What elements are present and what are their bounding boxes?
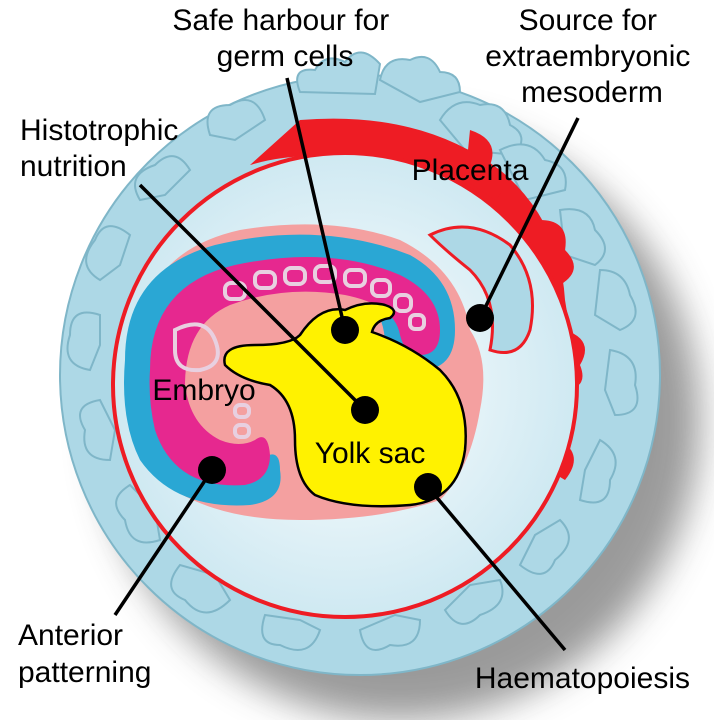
leader-anterior	[113, 469, 214, 616]
yolk-sac-shape	[223, 302, 467, 508]
label-anterior-line2: patterning	[18, 656, 151, 689]
label-safe-harbour: Safe harbour for germ cells	[172, 4, 397, 73]
label-safe-harbour-line2: germ cells	[217, 40, 354, 73]
leader-histotrophic	[138, 183, 367, 412]
somites	[173, 264, 426, 439]
label-embryo: Embryo	[152, 374, 255, 407]
placenta-lobe	[427, 225, 534, 354]
markers	[198, 304, 494, 501]
label-haematopoiesis: Haematopoiesis	[475, 662, 690, 695]
label-anterior: Anterior patterning	[18, 619, 151, 689]
marker-extraembryonic-mesoderm	[466, 304, 494, 332]
label-anterior-line1: Anterior	[18, 619, 123, 652]
label-histotrophic-line1: Histotrophic	[20, 114, 178, 147]
label-safe-harbour-line1: Safe harbour for	[172, 4, 389, 37]
leader-source-mesoderm	[478, 117, 580, 319]
label-histotrophic: Histotrophic nutrition	[20, 114, 187, 183]
marker-histotrophic-nutrition	[351, 396, 379, 424]
label-histotrophic-line2: nutrition	[20, 150, 127, 183]
leader-lines	[113, 77, 580, 652]
marker-haematopoiesis	[414, 473, 442, 501]
label-yolk-sac: Yolk sac	[315, 437, 426, 470]
marker-germ-cells	[331, 316, 359, 344]
marker-anterior-patterning	[198, 456, 226, 484]
label-placenta: Placenta	[412, 154, 529, 187]
label-source-mesoderm-line2: extraembryonic	[485, 40, 690, 73]
label-source-mesoderm: Source for extraembryonic mesoderm	[485, 4, 698, 109]
leader-safe-harbour	[285, 77, 347, 331]
label-source-mesoderm-line3: mesoderm	[521, 76, 663, 109]
label-source-mesoderm-line1: Source for	[519, 4, 657, 37]
embryo-body	[149, 257, 441, 486]
leader-haematopoiesis	[426, 485, 567, 652]
